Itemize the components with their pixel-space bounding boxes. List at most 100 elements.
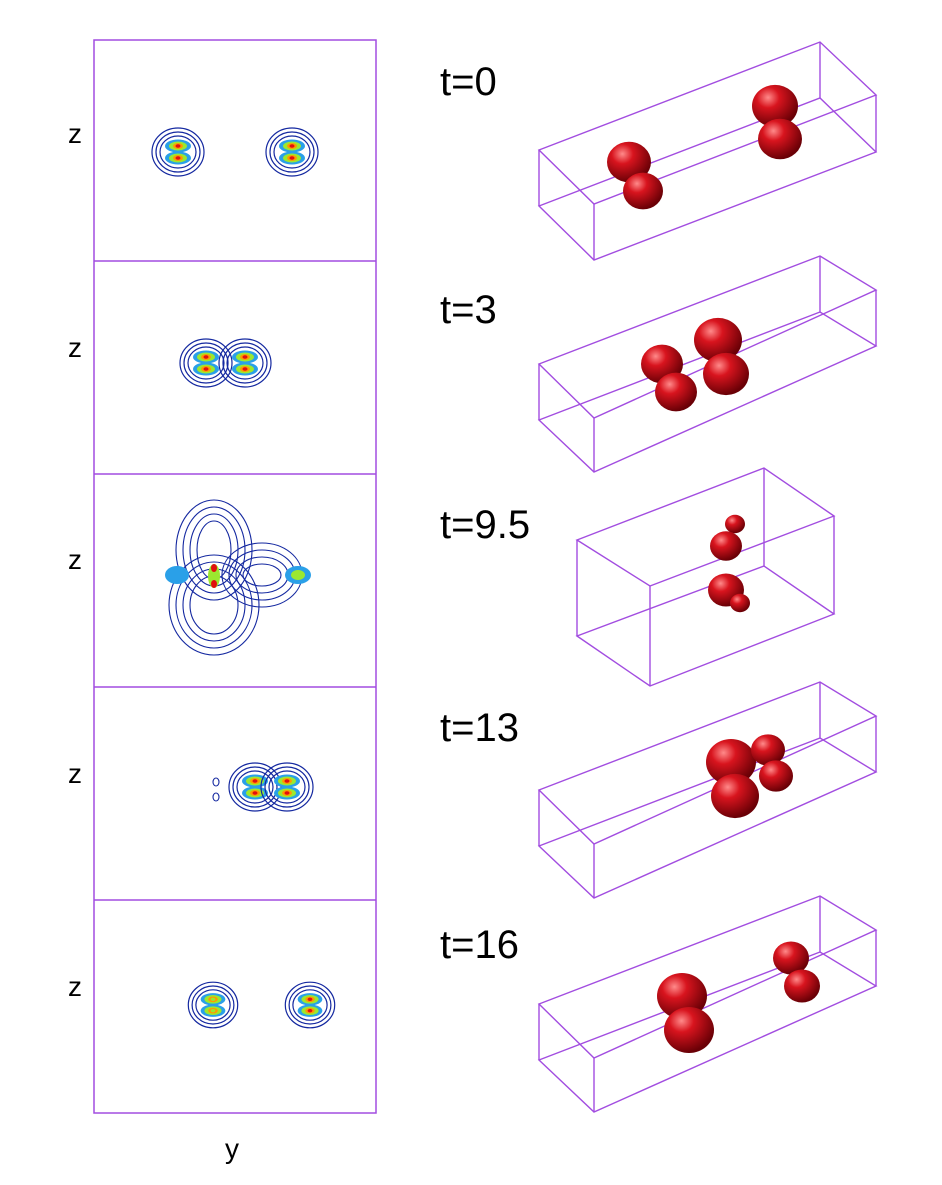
contour-line <box>292 989 328 1021</box>
contour-peak <box>175 144 181 148</box>
isosurface-blob <box>706 739 756 785</box>
contour-line <box>265 127 319 177</box>
isosurface-blob <box>759 760 793 792</box>
contour-peak <box>242 367 248 371</box>
contour-fill <box>165 566 189 584</box>
contour-peak <box>175 156 181 160</box>
contour-lobe-pair <box>228 762 282 812</box>
time-label: t=3 <box>440 288 497 332</box>
time-label: t=16 <box>440 923 519 967</box>
contour-line <box>284 981 336 1029</box>
contour-line <box>228 762 282 812</box>
contour-line <box>212 777 220 787</box>
contour-line <box>273 135 311 169</box>
contour-peak <box>284 791 290 795</box>
contour-peak <box>252 779 258 783</box>
z-axis-label: z <box>68 544 82 575</box>
contour-lobe-pair <box>265 127 319 177</box>
contour-line <box>195 989 231 1021</box>
isosurface-blob <box>655 372 697 412</box>
contour-lobe-pair <box>260 762 314 812</box>
contour-line <box>218 338 272 388</box>
contour-line <box>159 135 197 169</box>
contour-line <box>212 792 220 802</box>
isosurface-blob <box>752 84 798 128</box>
isosurface-blob <box>657 973 707 1019</box>
box-edge <box>537 97 878 261</box>
contour-panel-stack <box>93 39 377 1114</box>
isosurface-blob <box>711 773 759 819</box>
contour-line <box>268 770 306 804</box>
isosurface-blob <box>758 118 802 160</box>
contour-line <box>187 981 239 1029</box>
snapshot-3d-2 <box>575 467 836 687</box>
contour-lobe-pair <box>179 338 233 388</box>
isosurface-blob <box>607 141 651 183</box>
isosurface-blob <box>694 317 742 363</box>
time-label: t=9.5 <box>440 503 531 547</box>
contour-line <box>183 342 229 384</box>
contour-peak <box>289 156 295 160</box>
contour-peak <box>307 997 313 1002</box>
contour-line <box>269 131 315 173</box>
contour-line <box>187 346 225 380</box>
isosurface-blob <box>710 531 742 561</box>
isosurface-blob <box>703 352 749 396</box>
z-axis-label: z <box>68 758 82 789</box>
contour-line <box>175 561 253 649</box>
z-axis-label: z <box>68 332 82 363</box>
box-edge <box>575 467 836 587</box>
isosurface-blob <box>773 941 809 975</box>
contour-lobe-pair <box>284 981 336 1029</box>
snapshot-3d-4 <box>537 895 878 1113</box>
contour-lobe-pair <box>187 981 239 1029</box>
contour-peak <box>210 997 216 1002</box>
isosurface-blob <box>664 1007 714 1053</box>
box-edge <box>575 565 836 687</box>
y-axis-label: y <box>225 1133 239 1164</box>
isosurface-boxes <box>537 41 878 1113</box>
isosurface-blob <box>730 593 750 613</box>
contour-peak <box>203 355 209 359</box>
contour-line <box>264 766 310 808</box>
contour-line <box>242 563 282 587</box>
time-label: t=13 <box>440 706 519 750</box>
snapshot-3d-0 <box>537 41 878 261</box>
snapshot-3d-3 <box>537 681 878 899</box>
box-edge <box>537 41 878 205</box>
z-axis-label: z <box>68 118 82 149</box>
contour-complex <box>165 499 311 656</box>
contour-peak <box>210 1008 216 1013</box>
contour-line <box>232 766 278 808</box>
contour-lobe-pair <box>218 338 272 388</box>
isosurface-blob <box>725 514 745 534</box>
contour-line <box>260 762 314 812</box>
contour-line <box>226 346 264 380</box>
contour-line <box>235 556 289 594</box>
z-axis-label: z <box>68 971 82 1002</box>
contour-peak <box>252 791 258 795</box>
contour-line <box>155 131 201 173</box>
contour-line <box>168 554 260 656</box>
contour-line <box>182 506 246 594</box>
contour-line <box>191 985 235 1025</box>
contour-line <box>179 338 233 388</box>
contour-peak <box>242 355 248 359</box>
isosurface-blob <box>751 734 785 766</box>
contour-panel-frame <box>93 39 377 1114</box>
contour-fill <box>208 564 220 588</box>
isosurface-blob <box>623 172 663 210</box>
isosurface-blob <box>784 969 820 1003</box>
contour-peak <box>203 367 209 371</box>
contour-peak <box>211 580 217 588</box>
contour-fill <box>291 570 305 580</box>
contour-line <box>236 770 274 804</box>
contour-lobe-pair <box>151 127 205 177</box>
time-label: t=0 <box>440 60 497 104</box>
contour-peak <box>211 564 217 572</box>
contour-peak <box>307 1008 313 1013</box>
contour-peak <box>284 779 290 783</box>
contour-line <box>175 499 253 601</box>
